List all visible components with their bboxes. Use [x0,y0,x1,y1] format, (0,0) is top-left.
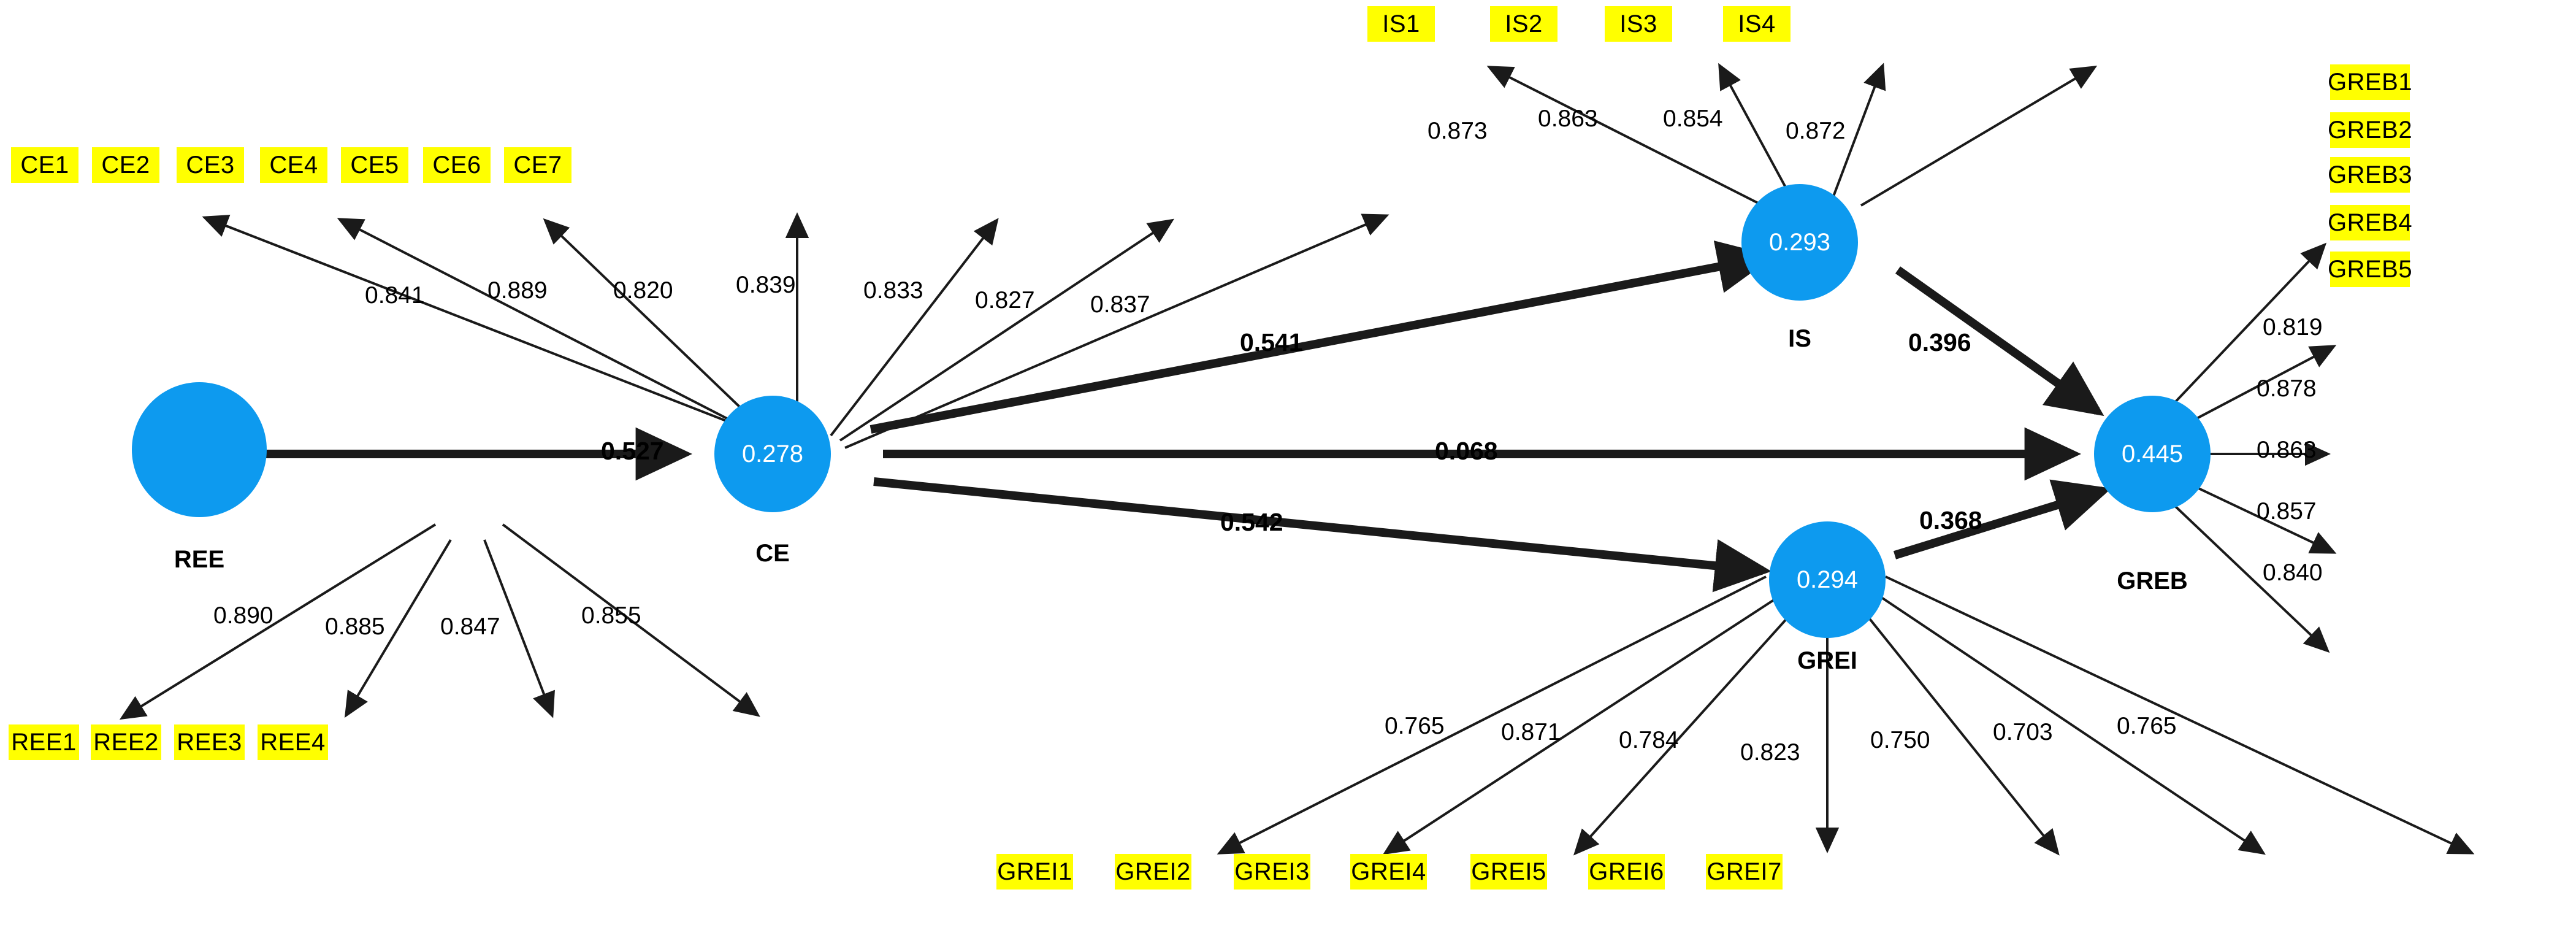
indicator-ce1[interactable]: CE1 [11,147,78,183]
path-ce-to-is: 0.541 [1240,328,1303,356]
loading-ce3: 0.820 [613,277,673,304]
loading-ree3: 0.847 [440,613,500,640]
indicator-grei2[interactable]: GREI2 [1115,854,1191,890]
indicator-greb4[interactable]: GREB4 [2328,205,2412,240]
path-ce-to-greb: 0.068 [1435,437,1498,465]
path-is-to-greb: 0.396 [1908,328,1971,356]
indicator-greb5[interactable]: GREB5 [2328,252,2412,287]
loading-ree1: 0.890 [213,602,273,629]
loading-grei1: 0.765 [1385,713,1445,739]
loading-ce6: 0.827 [975,287,1035,313]
indicator-ree4[interactable]: REE4 [258,724,328,760]
loading-grei6: 0.703 [1993,719,2053,745]
loading-ce2: 0.889 [487,277,548,304]
construct-ree-label: REE [174,546,225,573]
indicator-grei4[interactable]: GREI4 [1350,854,1427,890]
indicator-is2[interactable]: IS2 [1490,6,1557,42]
construct-ce[interactable]: 0.278 [714,396,831,512]
indicator-is4[interactable]: IS4 [1723,6,1791,42]
loading-is2: 0.863 [1538,106,1598,132]
indicator-grei5[interactable]: GREI5 [1470,854,1547,890]
indicator-greb2[interactable]: GREB2 [2328,112,2412,148]
indicator-ce6[interactable]: CE6 [423,147,491,183]
loading-greb2: 0.878 [2257,375,2317,402]
construct-is-label: IS [1788,325,1811,352]
loading-is3: 0.854 [1663,106,1723,132]
construct-greb[interactable]: 0.445 [2094,396,2211,512]
loading-ce7: 0.837 [1090,291,1150,318]
construct-ce-value: 0.278 [741,440,804,467]
construct-is-value: 0.293 [1768,228,1831,256]
indicator-grei1[interactable]: GREI1 [996,854,1073,890]
path-ree-to-ce: 0.527 [601,437,664,465]
loading-greb5: 0.840 [2263,559,2323,586]
indicator-grei7[interactable]: GREI7 [1706,854,1783,890]
indicator-ree1[interactable]: REE1 [9,724,79,760]
indicator-ce5[interactable]: CE5 [341,147,408,183]
indicator-is1[interactable]: IS1 [1367,6,1435,42]
construct-grei-value: 0.294 [1796,566,1859,593]
loading-grei2: 0.871 [1501,719,1561,745]
loading-is4: 0.872 [1786,118,1846,144]
loading-ree2: 0.885 [325,613,385,640]
path-ce-to-grei: 0.542 [1220,508,1283,536]
construct-grei-label: GREI [1797,647,1857,674]
construct-ce-label: CE [755,540,790,567]
indicator-greb3[interactable]: GREB3 [2328,157,2412,193]
path-grei-to-greb: 0.368 [1919,506,1982,534]
construct-is[interactable]: 0.293 [1741,184,1858,301]
construct-greb-label: GREB [2117,567,2188,594]
construct-greb-value: 0.445 [2121,440,2184,467]
construct-grei[interactable]: 0.294 [1769,521,1886,638]
loading-greb4: 0.857 [2257,498,2317,525]
loading-is1: 0.873 [1428,118,1488,144]
loading-grei3: 0.784 [1619,727,1679,753]
construct-ree[interactable] [132,382,267,517]
indicator-grei3[interactable]: GREI3 [1234,854,1310,890]
loading-greb1: 0.819 [2263,314,2323,340]
indicator-is3[interactable]: IS3 [1605,6,1672,42]
indicator-ce4[interactable]: CE4 [260,147,327,183]
loading-grei4: 0.823 [1740,739,1800,766]
indicator-greb1[interactable]: GREB1 [2328,64,2412,100]
loading-ree4: 0.855 [581,602,641,629]
indicator-ce2[interactable]: CE2 [92,147,159,183]
loading-ce5: 0.833 [863,277,923,304]
loading-ce4: 0.839 [736,272,796,298]
loading-greb3: 0.863 [2257,437,2317,463]
indicator-ce7[interactable]: CE7 [504,147,571,183]
loading-grei7: 0.765 [2117,713,2177,739]
indicator-grei6[interactable]: GREI6 [1588,854,1665,890]
loading-grei5: 0.750 [1870,727,1930,753]
indicator-ree3[interactable]: REE3 [174,724,245,760]
loading-ce1: 0.841 [365,282,425,309]
indicator-ree2[interactable]: REE2 [91,724,161,760]
indicator-ce3[interactable]: CE3 [177,147,244,183]
